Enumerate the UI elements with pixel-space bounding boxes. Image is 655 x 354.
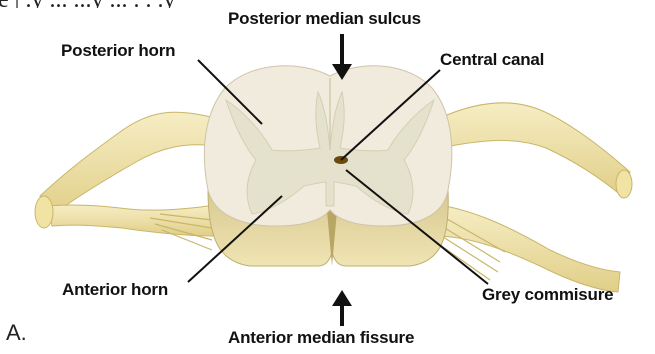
label-posterior-horn: Posterior horn: [61, 41, 175, 61]
right-ventral-root: [440, 205, 620, 292]
figure-label: A.: [6, 320, 27, 346]
left-ventral-root: [48, 205, 215, 236]
left-nerve-cut-end: [35, 196, 53, 228]
label-central-canal: Central canal: [440, 50, 544, 70]
right-dorsal-root: [440, 103, 630, 196]
left-nerve-roots: [35, 112, 215, 250]
label-posterior-median-sulcus: Posterior median sulcus: [228, 9, 421, 29]
right-nerve-roots: [440, 103, 632, 292]
right-nerve-cut-end: [616, 170, 632, 198]
label-anterior-median-fissure: Anterior median fissure: [228, 328, 414, 348]
left-dorsal-root: [40, 112, 215, 218]
label-anterior-horn: Anterior horn: [62, 280, 168, 300]
label-grey-commisure: Grey commisure: [482, 285, 613, 305]
anterior-arrow: [332, 290, 352, 326]
